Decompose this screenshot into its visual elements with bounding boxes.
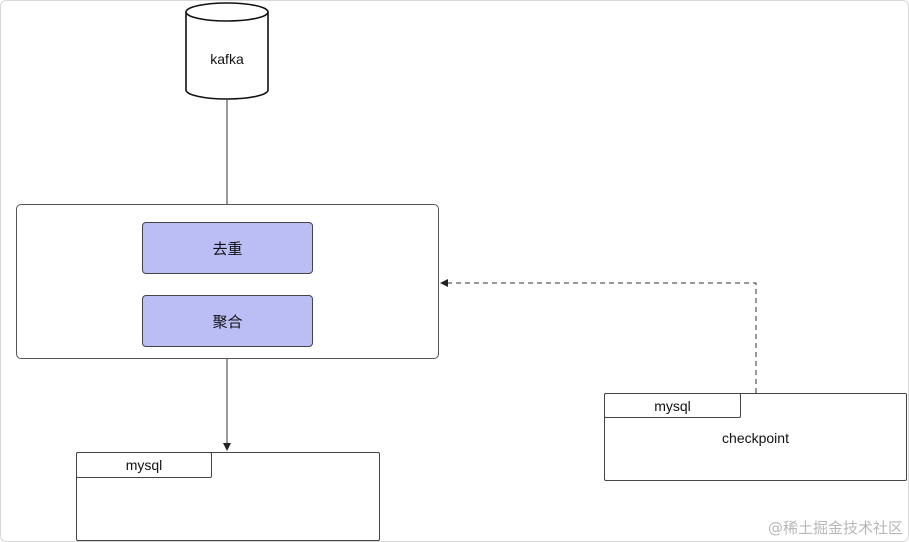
kafka-cylinder (185, 2, 269, 100)
output-mysql-tab: mysql (76, 452, 212, 478)
dedup-step-label: 去重 (212, 239, 243, 258)
checkpoint-mysql-tab: mysql (604, 393, 741, 418)
aggregate-step-label: 聚合 (212, 312, 243, 331)
aggregate-step: 聚合 (142, 295, 313, 347)
checkpoint-mysql-tab-label: mysql (654, 397, 691, 414)
checkpoint-label: checkpoint (722, 430, 789, 446)
kafka-label: kafka (210, 51, 244, 67)
checkpoint-to-processor-dashed-arrow (440, 279, 757, 393)
output-mysql-tab-label: mysql (125, 457, 163, 473)
watermark: @稀土掘金技术社区 (767, 519, 903, 537)
dedup-step: 去重 (142, 222, 313, 274)
